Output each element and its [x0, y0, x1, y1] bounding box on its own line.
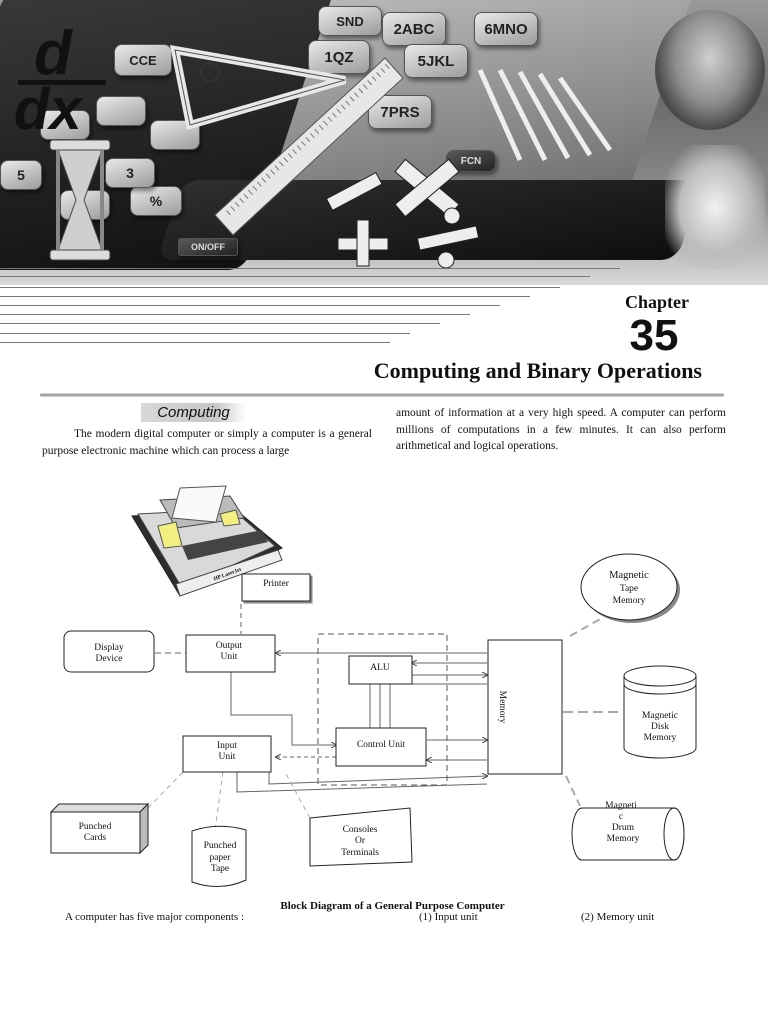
magnetic-tape-line1: Magnetic	[609, 570, 649, 581]
calc-key: %	[130, 186, 182, 216]
component-item-2: (2) Memory unit	[581, 911, 655, 923]
control-unit-box	[335, 727, 427, 767]
printer-box	[241, 573, 311, 602]
components-line: A computer has five major components : (…	[0, 911, 768, 927]
magnetic-drum-cylinder	[571, 807, 685, 861]
punched-cards-box	[49, 802, 150, 855]
ruler-icon	[214, 57, 404, 236]
derivative-numerator: d	[34, 19, 72, 88]
decor-stripe	[0, 342, 390, 344]
hourglass-icon	[49, 139, 111, 261]
block-diagram: HP LaserJet Printer Display Device Outpu…	[49, 485, 697, 887]
diagram-caption: Block Diagram of a General Purpose Compu…	[280, 900, 505, 912]
chapter-banner-image: SND 2ABC 6MNO 1QZ 5JKL 7PRS CCE % 3 5 ON…	[0, 0, 768, 285]
magnetic-disk-line3: Memory	[644, 733, 677, 743]
banner-decor	[49, 45, 613, 269]
input-unit-line2: Unit	[219, 752, 236, 762]
decor-stripe	[0, 296, 530, 298]
building-image	[477, 68, 613, 162]
magnetic-drum-line1: Magneti	[605, 801, 637, 811]
minus-symbol-icon	[325, 171, 383, 212]
memory-label: Memory	[497, 691, 507, 724]
section-heading: Computing	[141, 403, 246, 422]
connector-lines	[147, 578, 620, 831]
punched-tape-line3: Tape	[211, 864, 229, 874]
banner-stripe	[0, 276, 590, 278]
display-device-line1: Display	[94, 643, 124, 653]
magnetic-tape-line2: Tape	[620, 584, 638, 594]
consoles-line1: Consoles	[343, 825, 378, 835]
punched-tape-shape	[191, 825, 247, 887]
calc-key: 6MNO	[474, 12, 538, 46]
printer-label: Printer	[263, 579, 290, 589]
calc-key: 3	[105, 158, 155, 188]
input-unit-line1: Input	[217, 741, 237, 751]
display-device-box	[63, 630, 155, 673]
decor-stripe	[0, 287, 560, 289]
punched-cards-line2: Cards	[84, 833, 106, 843]
decor-stripe	[0, 323, 440, 325]
derivative-fraction-bar	[18, 80, 106, 85]
magnetic-tape-line3: Memory	[613, 596, 646, 606]
chapter-title: Computing and Binary Operations	[373, 358, 702, 383]
magnetic-disk-line2: Disk	[651, 722, 669, 732]
engineer-photo	[665, 145, 765, 270]
set-square-icon	[169, 45, 347, 131]
magnetic-drum-line4: Memory	[607, 834, 640, 844]
output-unit-line2: Unit	[221, 652, 238, 662]
output-unit-box	[185, 634, 276, 673]
chapter-label: Chapter	[625, 292, 689, 312]
components-intro: A computer has five major components :	[65, 911, 245, 923]
chapter-number: 35	[629, 311, 679, 360]
calc-key	[40, 110, 90, 140]
decor-stripe	[0, 314, 470, 316]
display-device-line2: Device	[96, 654, 123, 664]
input-unit-box	[182, 735, 272, 773]
title-rule	[40, 393, 724, 397]
decor-stripe	[0, 333, 410, 335]
component-item-1: (1) Input unit	[419, 911, 478, 923]
calc-key: CCE	[114, 44, 172, 76]
paragraph-left: The modern digital computer or simply a …	[42, 428, 372, 457]
magnetic-disk-cylinder	[623, 665, 697, 759]
consoles-line3: Terminals	[341, 848, 379, 858]
punched-cards-line1: Punched	[79, 822, 112, 832]
calc-key: ON/OFF	[178, 238, 238, 256]
portrait-photo	[655, 10, 765, 130]
magnetic-drum-line3: Drum	[612, 823, 635, 833]
plus-symbol-icon	[337, 219, 389, 267]
calc-key: 5JKL	[404, 44, 468, 78]
divide-symbol-icon	[416, 207, 480, 269]
decor-stripe	[0, 305, 500, 307]
calc-key	[96, 96, 146, 126]
memory-box	[487, 639, 563, 775]
calc-key: 5	[0, 160, 42, 190]
cpu-dashed-frame	[317, 633, 448, 786]
magnetic-tape-ellipse	[580, 553, 678, 621]
paragraph-right: amount of information at a very high spe…	[396, 407, 726, 452]
punched-tape-line1: Punched	[204, 841, 237, 851]
alu-label: ALU	[370, 663, 390, 673]
consoles-shape	[309, 807, 413, 867]
magnetic-drum-line2: c	[619, 812, 623, 822]
magnetic-disk-line1: Magnetic	[642, 711, 678, 721]
control-unit-label: Control Unit	[357, 740, 406, 750]
consoles-line2: Or	[355, 836, 366, 846]
output-unit-line1: Output	[216, 641, 243, 651]
calc-key: 1QZ	[308, 40, 370, 74]
punched-tape-line2: paper	[209, 853, 231, 863]
calc-key: SND	[318, 6, 382, 36]
banner-stripe	[0, 268, 620, 270]
alu-box	[348, 655, 413, 685]
derivative-denominator: dx	[14, 77, 82, 142]
